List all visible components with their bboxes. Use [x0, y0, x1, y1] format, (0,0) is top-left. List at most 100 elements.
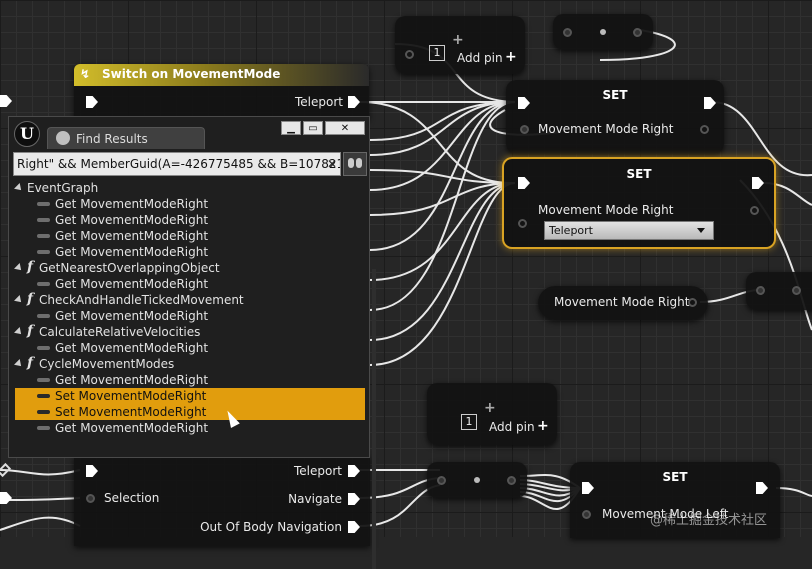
tree-result-row[interactable]: Get MovementModeRight	[15, 212, 365, 228]
movement-mode-dropdown[interactable]: Teleport	[544, 221, 714, 240]
unreal-logo-icon: U	[14, 121, 40, 147]
value-out-pin[interactable]	[700, 125, 709, 134]
minimize-button[interactable]: ▁	[281, 121, 301, 135]
tree-group-row[interactable]: EventGraph	[14, 180, 365, 196]
reroute-out-pin[interactable]	[507, 476, 516, 485]
exec-in-pin[interactable]	[582, 482, 594, 494]
left-edge-exec-pin-2[interactable]	[0, 95, 12, 107]
tree-result-row[interactable]: Get MovementModeRight	[15, 228, 365, 244]
tree-result-row[interactable]: Get MovementModeRight	[15, 244, 365, 260]
reroute-node-top[interactable]	[553, 14, 653, 50]
function-icon: f	[27, 323, 34, 339]
out-of-body-exec-out-pin[interactable]	[348, 521, 360, 533]
variable-label: Movement Mode Right	[538, 203, 674, 217]
variable-node-icon	[37, 410, 50, 414]
input-pin[interactable]	[405, 50, 414, 59]
bottom-switch-node[interactable]: Teleport Selection Navigate Out Of Body …	[74, 456, 370, 546]
reroute-dot	[474, 477, 480, 483]
selection-in-pin[interactable]	[86, 494, 95, 503]
add-pin-node-top[interactable]: 1 + Add pin +	[395, 16, 525, 74]
tree-result-row[interactable]: Get MovementModeRight	[15, 276, 365, 292]
tree-result-row[interactable]: Get MovementModeRight	[15, 308, 365, 324]
variable-node-icon	[37, 250, 50, 254]
binoculars-icon	[348, 158, 354, 168]
set-title: SET	[626, 167, 652, 181]
expand-arrow-icon[interactable]	[14, 295, 24, 305]
reroute-in-pin[interactable]	[563, 28, 572, 37]
exec-in-pin[interactable]	[518, 97, 530, 109]
find-results-tab[interactable]: Find Results	[47, 127, 205, 149]
add-pin-label[interactable]: Add pin	[489, 420, 535, 434]
reroute-in-pin[interactable]	[437, 476, 446, 485]
variable-node-icon	[37, 202, 50, 206]
chevron-down-icon	[697, 228, 705, 233]
partial-node-right[interactable]	[746, 272, 812, 310]
getter-out-pin[interactable]	[688, 298, 697, 307]
input-pin-2[interactable]	[792, 286, 801, 295]
expand-arrow-icon[interactable]	[14, 359, 24, 369]
clear-search-icon[interactable]: ✕	[326, 157, 337, 171]
tree-result-row[interactable]: Set MovementModeRight	[15, 404, 365, 420]
node-title-bar	[74, 64, 369, 86]
tree-result-row[interactable]: Get MovementModeRight	[15, 372, 365, 388]
plus-icon: +	[484, 400, 496, 416]
expand-arrow-icon[interactable]	[14, 327, 24, 337]
teleport-output-label: Teleport	[294, 464, 342, 478]
find-button[interactable]	[343, 152, 367, 176]
add-pin-plus-icon[interactable]: +	[537, 418, 549, 434]
teleport-output-label: Teleport	[295, 95, 343, 109]
value-out-pin[interactable]	[750, 206, 759, 215]
switch-icon: ↯	[80, 67, 91, 81]
tree-result-row[interactable]: Get MovementModeRight	[15, 420, 365, 436]
maximize-button[interactable]: ▭	[303, 121, 323, 135]
result-label: Get MovementModeRight	[55, 213, 209, 227]
variable-node-icon	[37, 218, 50, 222]
input-pin[interactable]	[756, 286, 765, 295]
result-label: Get MovementModeRight	[55, 245, 209, 259]
add-pin-node-bottom[interactable]: 1 + Add pin +	[427, 383, 557, 445]
set-node-2-selected[interactable]: SET Movement Mode Right Teleport	[502, 157, 776, 249]
add-pin-label[interactable]: Add pin	[457, 51, 503, 65]
exec-out-pin[interactable]	[756, 482, 768, 494]
set-node-1[interactable]: SET Movement Mode Right	[506, 80, 724, 154]
set-node-3[interactable]: SET Movement Mode Left	[570, 462, 780, 538]
search-input[interactable]: Right" && MemberGuid(A=-426775485 && B=1…	[13, 152, 341, 176]
get-movement-mode-right-node[interactable]: Movement Mode Right	[538, 286, 708, 320]
expand-arrow-icon[interactable]	[14, 183, 24, 193]
add-pin-plus-icon[interactable]: +	[505, 49, 517, 65]
group-label: GetNearestOverlappingObject	[39, 261, 220, 275]
value-in-pin[interactable]	[518, 219, 527, 228]
exec-out-pin[interactable]	[752, 177, 764, 189]
exec-in-pin[interactable]	[86, 465, 98, 477]
left-edge-exec-pin[interactable]	[0, 492, 12, 504]
close-button[interactable]: ✕	[325, 121, 365, 135]
find-results-window[interactable]: U Find Results ▁ ▭ ✕ Right" && MemberGui…	[8, 116, 376, 569]
reroute-dot	[600, 29, 606, 35]
switch-on-movementmode-node[interactable]: ↯ Switch on MovementMode Teleport	[74, 64, 369, 120]
result-label: Get MovementModeRight	[55, 277, 209, 291]
tree-result-row[interactable]: Set MovementModeRight	[15, 388, 365, 404]
teleport-exec-out-pin[interactable]	[348, 465, 360, 477]
navigate-exec-out-pin[interactable]	[348, 493, 360, 505]
value-in-pin[interactable]	[582, 510, 591, 519]
tree-result-row[interactable]: Get MovementModeRight	[15, 340, 365, 356]
scrollbar[interactable]	[372, 269, 376, 569]
teleport-exec-out-pin[interactable]	[348, 96, 360, 108]
value-in-pin[interactable]	[520, 125, 529, 134]
exec-out-pin[interactable]	[704, 97, 716, 109]
variable-label: Movement Mode Left	[602, 507, 729, 521]
expand-arrow-icon[interactable]	[14, 263, 24, 273]
search-value: Right" && MemberGuid(A=-426775485 && B=1…	[17, 157, 341, 171]
exec-in-pin[interactable]	[518, 177, 530, 189]
variable-node-icon	[37, 394, 50, 398]
exec-in-pin[interactable]	[86, 96, 98, 108]
wire-layer	[0, 29, 812, 531]
reroute-node-bottom[interactable]	[427, 462, 527, 498]
variable-node-icon	[37, 282, 50, 286]
reroute-out-pin[interactable]	[633, 28, 642, 37]
tree-result-row[interactable]: Get MovementModeRight	[15, 196, 365, 212]
